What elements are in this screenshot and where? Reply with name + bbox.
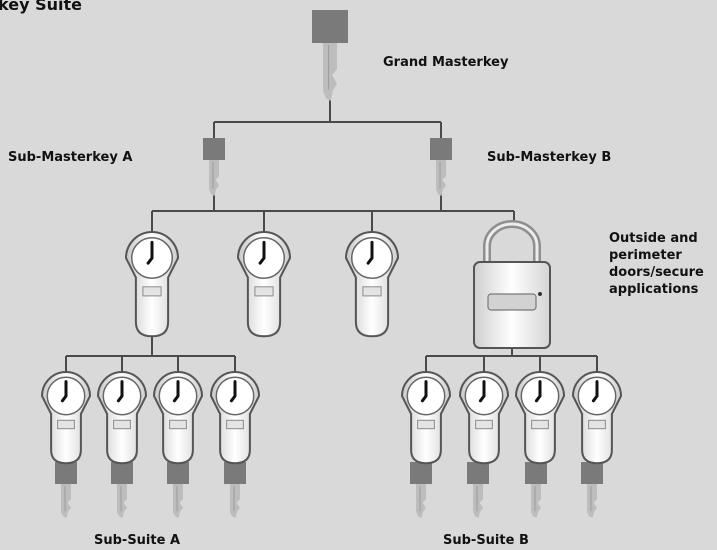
lock-cylinder-icon [152, 371, 204, 465]
lock-cylinder-icon [236, 231, 292, 338]
sub-masterkey-a-label: Sub-Masterkey A [8, 150, 133, 165]
lock-cylinder-icon [209, 371, 261, 465]
grand-masterkey-label: Grand Masterkey [383, 55, 509, 70]
sub-suite-a-key-icon [224, 462, 246, 518]
sub-suite-b-label: Sub-Suite B [443, 533, 529, 548]
sub-masterkey-a-icon [203, 138, 225, 196]
lock-cylinder-icon [96, 371, 148, 465]
lock-cylinder-icon [458, 371, 510, 465]
keys-layer [55, 10, 603, 518]
diagram-title: key Suite [0, 0, 82, 14]
outside-perimeter-label: Outside and perimeter doors/secure appli… [609, 231, 704, 297]
lock-cylinder-icon [40, 371, 92, 465]
sub-suite-b-key-icon [467, 462, 489, 518]
lock-cylinder-icon [571, 371, 623, 465]
sub-suite-a-key-icon [167, 462, 189, 518]
lock-cylinder-icon [124, 231, 180, 338]
lock-cylinder-icon [400, 371, 452, 465]
lock-cylinder-icon [344, 231, 400, 338]
sub-suite-b-key-icon [581, 462, 603, 518]
lock-cylinder-icon [514, 371, 566, 465]
sub-suite-b-key-icon [525, 462, 547, 518]
sub-suite-a-label: Sub-Suite A [94, 533, 181, 548]
cylinders-layer [40, 231, 623, 465]
padlock-layer [473, 220, 551, 349]
sub-suite-a-key-icon [111, 462, 133, 518]
sub-suite-b-key-icon [410, 462, 432, 518]
sub-masterkey-b-icon [430, 138, 452, 196]
sub-masterkey-b-label: Sub-Masterkey B [487, 150, 612, 165]
grand-masterkey-icon [312, 10, 348, 101]
padlock-icon [473, 220, 551, 349]
sub-suite-a-key-icon [55, 462, 77, 518]
